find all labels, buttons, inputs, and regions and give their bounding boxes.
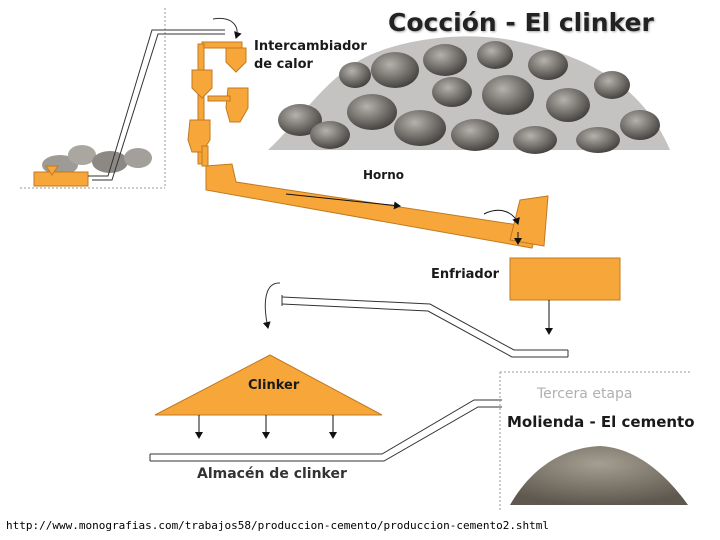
cooler-label: Enfriador (431, 267, 500, 282)
heat-exchanger (187, 41, 249, 167)
storage-conveyor (149, 399, 502, 462)
raw-material-area (20, 8, 166, 189)
clinker-conveyor (262, 282, 569, 358)
grinding-label: Molienda - El cemento (507, 413, 695, 431)
source-url: http://www.monografias.com/trabajos58/pr… (6, 519, 550, 532)
clinker-storage-label: Almacén de clinker (197, 466, 347, 482)
clinker-rock-pile (268, 36, 670, 154)
feed-conveyor (88, 17, 242, 181)
clinker-label: Clinker (248, 378, 300, 393)
clinker-pile (154, 354, 383, 439)
third-stage-area (499, 371, 690, 512)
heat-exchanger-label: Intercambiador de calor (254, 39, 367, 72)
kiln-label: Horno (363, 168, 404, 182)
cooler (509, 257, 621, 335)
diagram-title: Cocción - El clinker (388, 8, 654, 37)
third-stage-label: Tercera etapa (537, 386, 633, 402)
rotary-kiln (205, 163, 549, 249)
